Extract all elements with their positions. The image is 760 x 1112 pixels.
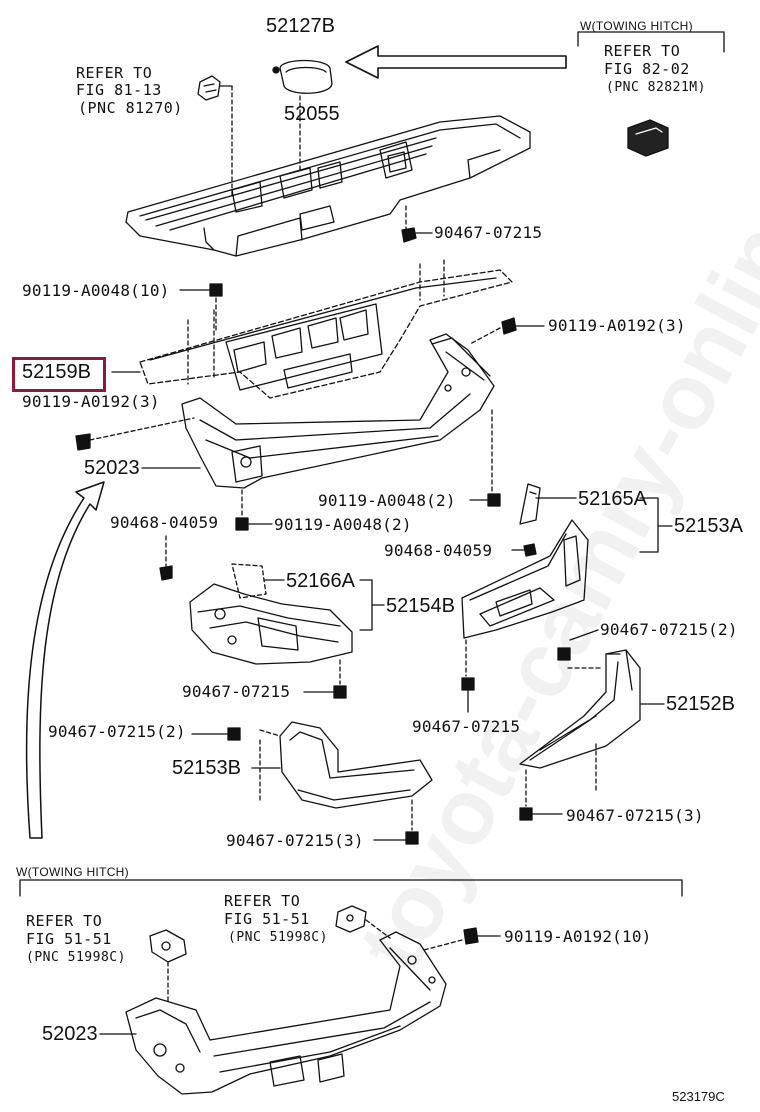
part-label-90468-04059-right[interactable]: 90468-04059 <box>384 541 493 560</box>
ref-81-13-line3: (PNC 81270) <box>78 99 183 117</box>
side-bracket-52153a-shape <box>461 519 589 677</box>
curved-arrow-left <box>25 481 105 839</box>
ref-51-51-left-line2[interactable]: FIG 51-51 <box>26 930 112 948</box>
bracket-52165a-shape <box>519 483 673 553</box>
ref-51-51-left-line3: (PNC 51998C) <box>26 950 126 965</box>
part-label-52153b[interactable]: 52153B <box>172 757 241 779</box>
part-label-90119-a0048-10[interactable]: 90119-A0048(10) <box>22 281 170 300</box>
bolt-90467-3-right <box>519 807 563 821</box>
part-label-90467-07215-b[interactable]: 90467-07215 <box>412 717 521 736</box>
bolt-90467-2-left <box>191 727 241 741</box>
bolt-90119-a0192-10 <box>463 927 501 945</box>
part-label-90119-a0048-2-b[interactable]: 90119-A0048(2) <box>274 515 412 534</box>
highlight-frame-52159b <box>12 357 106 392</box>
cover-52127b-shape <box>272 59 333 94</box>
bolt-90119-a0048-10 <box>179 283 223 297</box>
ref-82-02-line1: REFER TO <box>604 42 681 60</box>
towing-hitch-bracket-top <box>577 31 725 53</box>
part-label-90467-07215-3-right[interactable]: 90467-07215(3) <box>566 806 704 825</box>
part-label-90119-a0192-3-left[interactable]: 90119-A0192(3) <box>22 392 160 411</box>
part-label-90467-07215-2-right[interactable]: 90467-07215(2) <box>600 620 738 639</box>
towing-hitch-bracket-bottom <box>19 879 683 897</box>
ref-82-02-line2[interactable]: FIG 82-02 <box>604 60 690 78</box>
part-label-52055[interactable]: 52055 <box>284 103 340 125</box>
condition-towing-hitch-top: W(TOWING HITCH) <box>580 19 693 33</box>
part-label-52023-top[interactable]: 52023 <box>84 457 140 479</box>
part-label-90468-04059-left[interactable]: 90468-04059 <box>110 513 219 532</box>
part-label-52165a[interactable]: 52165A <box>578 488 647 510</box>
part-label-90467-07215-a[interactable]: 90467-07215 <box>434 223 543 242</box>
bolt-90467-b <box>461 677 475 713</box>
frame-52023-bottom-shape <box>99 905 463 1095</box>
bolt-90119-a0192-left <box>75 433 91 451</box>
illustration-number: 523179C <box>672 1089 725 1104</box>
extension-52153b-shape <box>251 721 433 831</box>
bolt-90467-3-bottom <box>373 831 419 845</box>
part-label-52127b[interactable]: 52127B <box>266 15 335 37</box>
part-label-52152b[interactable]: 52152B <box>666 693 735 715</box>
bolt-90119-a0192-right <box>469 317 545 345</box>
ref-51-51-left-line1: REFER TO <box>26 912 103 930</box>
part-label-52159b[interactable]: 52159B <box>22 361 91 383</box>
direction-arrow-top <box>345 45 567 79</box>
part-label-90467-07215-2-left[interactable]: 90467-07215(2) <box>48 722 186 741</box>
part-label-90467-07215-c[interactable]: 90467-07215 <box>182 682 291 701</box>
clip-90468-left <box>159 535 173 581</box>
part-label-90119-a0192-3-right[interactable]: 90119-A0192(3) <box>548 316 686 335</box>
part-label-52154b[interactable]: 52154B <box>386 595 455 617</box>
condition-towing-hitch-bottom: W(TOWING HITCH) <box>16 865 129 879</box>
ref-82-02-line3: (PNC 82821M) <box>606 80 706 95</box>
ref-81-13-line2[interactable]: FIG 81-13 <box>76 81 162 99</box>
part-label-52153a[interactable]: 52153A <box>674 515 743 537</box>
bolt-90119-a0048-2-a <box>469 493 501 507</box>
reinforcement-52159b-shape <box>139 259 513 399</box>
ref-81-13-line1: REFER TO <box>76 64 153 82</box>
side-bracket-52154b-shape <box>189 563 385 685</box>
ref-51-51-right-line1: REFER TO <box>224 892 301 910</box>
extension-52152b-shape <box>519 649 665 807</box>
bolt-90467-2-right <box>557 629 599 661</box>
part-label-90119-a0192-10[interactable]: 90119-A0192(10) <box>504 927 652 946</box>
bolt-90119-a0048-2-b <box>235 517 273 531</box>
bolt-90467-c <box>303 685 347 699</box>
part-label-52023-bottom[interactable]: 52023 <box>42 1023 98 1045</box>
part-label-90119-a0048-2-a[interactable]: 90119-A0048(2) <box>318 491 456 510</box>
frame-52023-top-shape <box>89 333 495 519</box>
ref-51-51-right-line3: (PNC 51998C) <box>228 930 328 945</box>
clip-81-13-shape <box>197 75 233 101</box>
part-label-52166a[interactable]: 52166A <box>286 570 355 592</box>
connector-82-02-shape <box>627 119 669 157</box>
bolt-90467-a <box>401 227 433 243</box>
clip-90468-right <box>511 543 537 557</box>
step-bumper-52055-shape <box>125 85 531 257</box>
ref-51-51-right-line2[interactable]: FIG 51-51 <box>224 910 310 928</box>
part-label-90467-07215-3-bottom[interactable]: 90467-07215(3) <box>226 831 364 850</box>
